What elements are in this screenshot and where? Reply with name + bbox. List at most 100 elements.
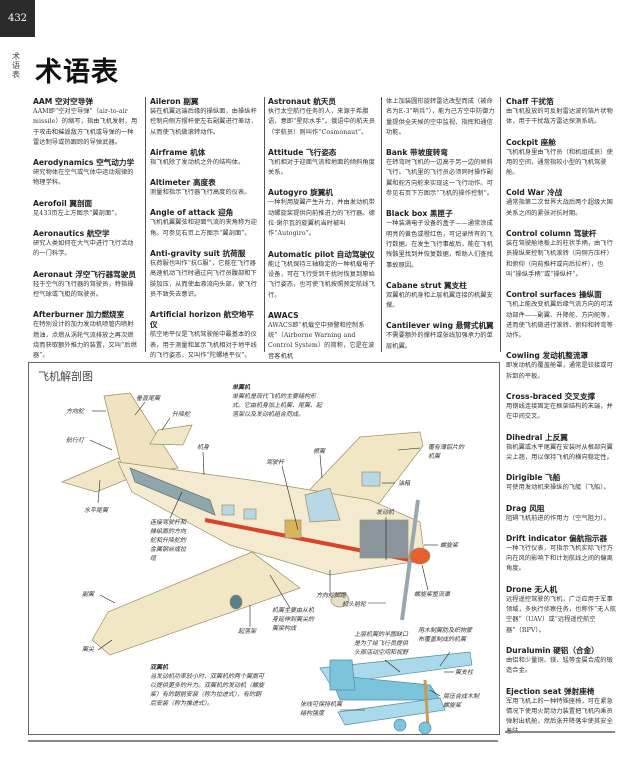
label-elevator: 升降舵 [172, 411, 191, 418]
figure-title: 飞机解剖图 [38, 370, 93, 383]
glossary-entry: 体上加装圆形旋转雷达改型而成（被命名为E-3“哨兵”），能为己方空中防御力量提供… [386, 97, 496, 138]
elevator [149, 424, 193, 446]
glossary-entry: Angle of attack 迎角飞机机翼翼弦和迎面气流的夹角称为迎角。可参见… [150, 208, 258, 239]
page-number: 432 [0, 0, 35, 37]
label-spinner: 螺旋桨整流罩 [414, 591, 451, 598]
label-cutout: 上层机翼的半圆缺口是为了给飞行员提供头部活动空间和视野 [354, 631, 409, 656]
aircraft-anatomy-figure [28, 362, 500, 735]
glossary-definition: 一种装满电子设备的盒子——通常涂成明亮的黄色或橙红色，可记录所有的飞行数据。在发… [386, 220, 493, 269]
glossary-definition: 飞机机身里由飞行员（和机组成员）使用的空间，通常指较小型的飞机驾驶舱。 [506, 148, 613, 177]
label-landing-gear: 起落架 [238, 628, 257, 635]
label-flap: 襟翼 [313, 448, 326, 455]
glossary-entry: Cross-braced 交叉支撑用钢线连接固定在框架结构的末端，并在中间交叉。 [506, 392, 618, 423]
label-tailplane: 水平尾翼 [84, 507, 109, 514]
propeller [400, 499, 420, 621]
glossary-term: Chaff 干扰箔 [506, 97, 554, 106]
glossary-definition: 不需要额外的撑杆或张线加强承力的单层机翼。 [386, 332, 493, 350]
glossary-term: Airframe 机体 [150, 147, 206, 157]
bottom-rule [505, 731, 615, 733]
glossary-term: AWACS [268, 310, 299, 320]
label-nav-light: 航行灯 [66, 437, 85, 444]
label-spar: 机翼主要由从机身延伸到翼尖的翼梁构成 [272, 607, 315, 632]
glossary-definition: AWACS即“机载空中预警和控制系统”（Airborne Warning and… [268, 321, 375, 360]
glossary-definition: AAM即“空对空导弹”（air-to-air missile）的缩写，指由飞机发… [33, 108, 138, 146]
glossary-entry: Drift indicator 偏航指示器一种飞行仪表，可指示飞机实际飞行方向在… [506, 534, 618, 575]
glossary-column-2: Aileron 副翼装在机翼远端后缘的操纵面，由操纵杆控制向侧方摆杆使左右副翼进… [150, 97, 258, 371]
glossary-definition: 通常指第二次世界大战后两个超级大国关系之间的紧张对抗时期。 [506, 199, 613, 217]
label-aileron: 副翼 [82, 591, 95, 598]
biplane-wheel [418, 721, 432, 735]
glossary-definition: 抗荷服也叫作“抗G服”，它能在飞行器高速机动飞行时通过向飞行员腹部和下肢加压，从… [150, 260, 257, 298]
glossary-definition: 在转弯时飞机的一边高于另一边的倾斜飞行。飞机里的飞行员必须同时操作副翼和舵方向舵… [386, 159, 494, 198]
glossary-entry: Cockpit 座舱飞机机身里由飞行员（和机组成员）使用的空间，通常指较小型的飞… [506, 138, 618, 179]
glossary-entry: Astronaut 航天员执行太空航行任务的人，来源于希腊语，意即“星际水手”。… [268, 97, 378, 138]
label-engine: 发动机 [376, 509, 395, 516]
label-skinned-wing: 覆有薄铝片的机翼 [428, 444, 465, 460]
glossary-entry: Artificial horizon 航空地平仪航空地平仪是飞机驾驶舱中最基本的… [150, 310, 258, 361]
glossary-definition: 装在驾驶舱地板上的柱状手柄，由飞行员操纵来控制飞机滚转（向侧方压杆）和俯仰（向前… [506, 240, 613, 278]
glossary-entry: Aeronautics 航空学研究人类如何在大气中进行飞行活动的一门科学。 [33, 229, 139, 260]
biplane-note: 双翼机 当发动机功率较小时，双翼机的两个翼面可以提供更多的升力。双翼机的发动机（… [150, 663, 265, 708]
glossary-definition: 体上加装圆形旋转雷达改型而成（被命名为E-3“哨兵”），能为己方空中防御力量提供… [386, 98, 495, 136]
column-divider [264, 97, 265, 352]
glossary-definition: 能让飞机保持三轴稳定的一种机载电子设备，可在飞行受到干扰时恢复到原始飞行姿态，也… [268, 260, 375, 299]
glossary-term: Control surfaces 操纵面 [506, 290, 602, 300]
glossary-column-3: Astronaut 航天员执行太空航行任务的人，来源于希腊语，意即“星际水手”。… [268, 97, 378, 372]
glossary-term: Automatic pilot 自动驾驶仪 [268, 249, 375, 259]
glossary-term: Bank 带坡度转弯 [386, 148, 448, 158]
glossary-term: Cowling 发动机整流罩 [506, 351, 589, 361]
glossary-term: Aeronautics 航空学 [33, 229, 110, 239]
page-title: 术语表 [35, 57, 119, 88]
fuel-tank [361, 471, 381, 487]
label-bracing-wires: 张线可保持机翼结构强度 [300, 701, 343, 717]
glossary-entry: Attitude 飞行姿态飞机相对于迎面气流和地面的倾斜角度关系。 [268, 148, 378, 179]
glossary-entry: Chaff 干扰箔由飞机投放的可反射雷达波的箔片状物体，用于干扰敌方雷达探测系统… [506, 97, 618, 128]
vertical-fin [103, 392, 179, 477]
label-control-cables: 连接驾驶杆和操纵面的方向舵和升降舵的金属钢丝或拉缆 [150, 519, 187, 562]
column-divider [500, 97, 501, 352]
glossary-definition: 执行太空航行任务的人，来源于希腊语，意即“星际水手”。俄语中的航天员（宇航员）则… [268, 108, 376, 136]
glossary-term: Drone 无人机 [506, 584, 558, 594]
glossary-term: Drag 风阻 [506, 503, 545, 513]
glossary-term: Ejection seat 弹射座椅 [506, 686, 595, 696]
glossary-column-4: 体上加装圆形旋转雷达改型而成（被命名为E-3“哨兵”），能为己方空中防御力量提供… [386, 97, 496, 362]
glossary-entry: Afterburner 加力燃烧室在特别设计的加力发动机喷管内喷射燃油，点燃从涡… [33, 310, 139, 361]
glossary-definition: 阻碍飞机前进的作用力（空气阻力）。 [506, 514, 610, 522]
bottom-rule [28, 740, 498, 742]
glossary-definition: 指飞机除了发动机之外的结构体。 [150, 158, 245, 166]
window [221, 504, 235, 516]
glossary-entry: Aileron 副翼装在机翼远端后缘的操纵面，由操纵杆控制向侧方摆杆使左右副翼进… [150, 97, 258, 138]
glossary-entry: Aerodynamics 空气动力学研究物体在空气或气体中运动规律的物理学科。 [33, 158, 139, 189]
glossary-term: Angle of attack 迎角 [150, 208, 234, 218]
glossary-entry: Drone 无人机远程遥控驾驶的飞机，广泛应用于军事领域，多执行侦察任务，也称作… [506, 585, 618, 636]
upper-wing [319, 651, 473, 685]
glossary-term: Dirigible 飞船 [506, 473, 561, 483]
glossary-term: Cross-braced 交叉支撑 [506, 392, 596, 402]
glossary-entry: Drag 风阻阻碍飞机前进的作用力（空气阻力）。 [506, 504, 618, 524]
glossary-definition: 在特别设计的加力发动机喷管内喷射燃油，点燃从涡轮气流排放之再次燃烧而获取额外推力… [33, 321, 137, 360]
spinner [409, 547, 431, 565]
glossary-definition: 由铝和少量铜、镁、锰等金属合成的锻造合金。 [506, 656, 613, 675]
glossary-entry: Aerofoil 翼剖面见433页左上方图示“翼剖面”。 [33, 199, 139, 219]
glossary-definition: 航空地平仪是飞机驾驶舱中最基本的仪表，用于测量和显示飞机相对于地平线的飞行姿态，… [150, 331, 257, 359]
glossary-definition: 指机翼或水平尾翼在安装时从根部向翼尖上翘，用以保持飞机的横向稳定性。 [506, 443, 613, 461]
monoplane-drawing [60, 392, 431, 656]
glossary-definition: 由飞机投放的可反射雷达波的箔片状物体，用于干扰敌方雷达探测系统。 [506, 108, 613, 126]
column-divider [381, 97, 382, 352]
glossary-definition: 研究人类如何在大气中进行飞行活动的一门科学。 [33, 240, 134, 258]
wood-propeller [423, 679, 430, 729]
window [243, 508, 257, 520]
glossary-entry: Airframe 机体指飞机除了发动机之外的结构体。 [150, 148, 258, 168]
biplane-note-text: 当发动机功率较小时，双翼机的两个翼面可以提供更多的升力。双翼机的发动机（螺旋桨）… [150, 673, 265, 707]
glossary-definition: 即发动机的覆盖舱罩，通常是铰接或可拆卸的平板。 [506, 362, 613, 380]
glossary-column-5: Chaff 干扰箔由飞机投放的可反射雷达波的箔片状物体，用于干扰敌方雷达探测系统… [506, 97, 618, 748]
glossary-definition: 研究物体在空气或气体中运动规律的物理学科。 [33, 169, 134, 187]
glossary-definition: 飞机上能改变机翼后缘气流方向的可活动部件——副翼、升降舵、方向舵等，进而使飞机做… [506, 301, 613, 340]
label-fuel-tank: 油箱 [398, 480, 411, 487]
glossary-entry: Bank 带坡度转弯在转弯时飞机的一边高于另一边的倾斜飞行。飞机里的飞行员必须同… [386, 148, 496, 199]
label-cabane-strut: 翼支柱 [455, 669, 474, 676]
glossary-term: Aerofoil 翼剖面 [33, 198, 93, 208]
glossary-definition: 可使用发动机来操纵的飞艇（飞船）。 [506, 484, 610, 492]
